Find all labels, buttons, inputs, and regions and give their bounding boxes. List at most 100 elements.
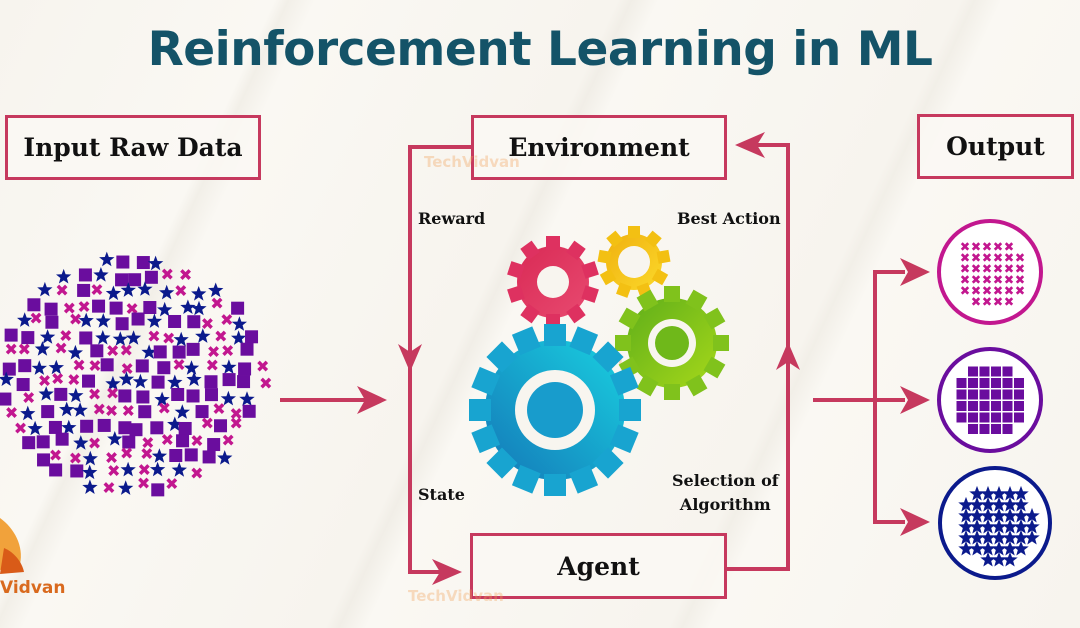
svg-text:✖: ✖ bbox=[147, 327, 161, 346]
svg-text:✖: ✖ bbox=[201, 315, 215, 334]
svg-text:✖: ✖ bbox=[4, 340, 18, 359]
svg-text:✖: ✖ bbox=[200, 414, 214, 433]
svg-text:✖: ✖ bbox=[72, 356, 86, 375]
input-raw-data-label: Input Raw Data bbox=[23, 133, 243, 162]
page-title: Reinforcement Learning in ML bbox=[147, 22, 933, 77]
svg-text:✖: ✖ bbox=[88, 434, 102, 453]
watermark: TechVidvan bbox=[424, 153, 520, 171]
svg-text:✖: ✖ bbox=[982, 250, 992, 265]
input-raw-data-box: Input Raw Data bbox=[5, 115, 261, 180]
svg-text:✖: ✖ bbox=[106, 384, 120, 403]
svg-text:✖: ✖ bbox=[206, 356, 220, 375]
svg-text:✖: ✖ bbox=[59, 326, 73, 345]
svg-text:✖: ✖ bbox=[993, 294, 1003, 309]
svg-text:✖: ✖ bbox=[141, 434, 155, 453]
svg-text:✖: ✖ bbox=[190, 431, 204, 450]
svg-text:✖: ✖ bbox=[67, 370, 81, 389]
state-label: State bbox=[418, 485, 465, 504]
svg-text:✖: ✖ bbox=[960, 239, 970, 254]
svg-text:✖: ✖ bbox=[174, 282, 188, 301]
agent-box: Agent bbox=[470, 533, 727, 599]
svg-text:✖: ✖ bbox=[960, 250, 970, 265]
best-action-label: Best Action bbox=[677, 209, 781, 228]
svg-text:✖: ✖ bbox=[993, 283, 1003, 298]
environment-label: Environment bbox=[508, 133, 690, 162]
svg-text:✖: ✖ bbox=[69, 449, 83, 468]
svg-text:✖: ✖ bbox=[17, 340, 31, 359]
svg-text:✖: ✖ bbox=[161, 430, 175, 449]
svg-text:✖: ✖ bbox=[1004, 239, 1014, 254]
svg-text:✖: ✖ bbox=[993, 250, 1003, 265]
selection-line2: Algorithm bbox=[679, 495, 771, 514]
svg-text:✖: ✖ bbox=[220, 311, 234, 330]
svg-text:✖: ✖ bbox=[214, 327, 228, 346]
svg-text:✖: ✖ bbox=[971, 261, 981, 276]
gear-yellow-icon bbox=[597, 226, 671, 298]
svg-text:✖: ✖ bbox=[22, 388, 36, 407]
svg-text:✖: ✖ bbox=[190, 464, 204, 483]
svg-text:✖: ✖ bbox=[229, 414, 243, 433]
svg-text:✖: ✖ bbox=[14, 419, 28, 438]
svg-text:✖: ✖ bbox=[92, 400, 106, 419]
svg-text:✖: ✖ bbox=[140, 445, 154, 464]
svg-text:✖: ✖ bbox=[960, 283, 970, 298]
svg-text:✖: ✖ bbox=[120, 360, 134, 379]
svg-text:✖: ✖ bbox=[256, 357, 270, 376]
svg-text:✖: ✖ bbox=[1004, 272, 1014, 287]
svg-text:✖: ✖ bbox=[160, 265, 174, 284]
svg-text:✖: ✖ bbox=[1004, 250, 1014, 265]
svg-text:✖: ✖ bbox=[172, 356, 186, 375]
svg-text:✖: ✖ bbox=[207, 342, 221, 361]
svg-text:✖: ✖ bbox=[29, 309, 43, 328]
environment-box: Environment bbox=[471, 115, 727, 180]
gear-green-icon bbox=[615, 286, 729, 400]
svg-text:✖: ✖ bbox=[106, 341, 120, 360]
svg-text:✖: ✖ bbox=[1015, 261, 1025, 276]
svg-text:✖: ✖ bbox=[54, 339, 68, 358]
svg-text:✖: ✖ bbox=[1015, 272, 1025, 287]
svg-text:✖: ✖ bbox=[993, 272, 1003, 287]
svg-text:✖: ✖ bbox=[1004, 294, 1014, 309]
svg-text:✖: ✖ bbox=[90, 280, 104, 299]
svg-text:✖: ✖ bbox=[982, 283, 992, 298]
svg-text:✖: ✖ bbox=[993, 239, 1003, 254]
output-box: Output bbox=[917, 114, 1074, 179]
svg-text:✖: ✖ bbox=[105, 402, 119, 421]
output-circle-crosses bbox=[937, 219, 1043, 325]
svg-text:✖: ✖ bbox=[221, 431, 235, 450]
svg-text:✖: ✖ bbox=[179, 265, 193, 284]
svg-text:✖: ✖ bbox=[229, 405, 243, 424]
svg-text:✖: ✖ bbox=[971, 294, 981, 309]
selection-of-algorithm-label: Selection of Algorithm bbox=[672, 469, 779, 517]
svg-text:✖: ✖ bbox=[158, 399, 172, 418]
svg-text:✖: ✖ bbox=[55, 281, 69, 300]
svg-text:✖: ✖ bbox=[971, 272, 981, 287]
svg-text:✖: ✖ bbox=[105, 448, 119, 467]
svg-text:✖: ✖ bbox=[137, 474, 151, 493]
output-circle-squares bbox=[937, 347, 1043, 453]
selection-line1: Selection of bbox=[672, 471, 779, 490]
output-label: Output bbox=[946, 132, 1045, 161]
svg-text:✖: ✖ bbox=[960, 272, 970, 287]
svg-text:✖: ✖ bbox=[212, 399, 226, 418]
svg-text:✖: ✖ bbox=[51, 369, 65, 388]
techvidvan-logo-icon bbox=[0, 518, 24, 574]
svg-text:✖: ✖ bbox=[69, 310, 83, 329]
svg-text:✖: ✖ bbox=[982, 261, 992, 276]
svg-text:✖: ✖ bbox=[138, 460, 152, 479]
svg-text:✖: ✖ bbox=[982, 272, 992, 287]
reward-label: Reward bbox=[418, 209, 486, 228]
techvidvan-logo-text: Vidvan bbox=[0, 578, 66, 598]
svg-text:✖: ✖ bbox=[1015, 250, 1025, 265]
svg-text:✖: ✖ bbox=[982, 294, 992, 309]
svg-text:✖: ✖ bbox=[162, 329, 176, 348]
svg-text:✖: ✖ bbox=[971, 283, 981, 298]
svg-text:✖: ✖ bbox=[49, 446, 63, 465]
svg-text:✖: ✖ bbox=[971, 239, 981, 254]
svg-text:✖: ✖ bbox=[107, 461, 121, 480]
agent-label: Agent bbox=[557, 551, 640, 581]
svg-text:✖: ✖ bbox=[77, 297, 91, 316]
